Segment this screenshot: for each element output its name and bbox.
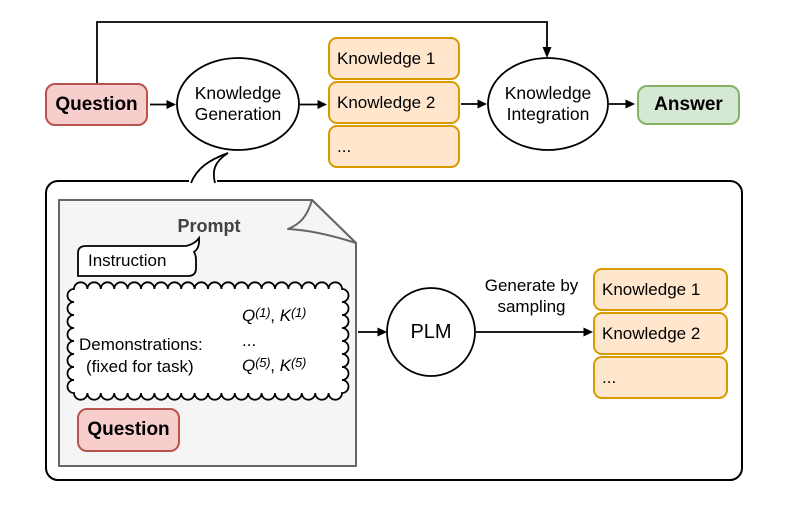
answer-box: Answer — [637, 85, 740, 125]
arrow-question-to-generation-head — [166, 100, 176, 109]
knowledge-stack-top: Knowledge 1 Knowledge 2 ... — [328, 37, 460, 168]
prompt-fold-corner — [287, 199, 357, 244]
knowledge-item-more: ... — [593, 356, 728, 399]
prompt-title: Prompt — [177, 216, 241, 236]
knowledge-integration-ellipse — [487, 57, 609, 151]
prompt-question-label: Question — [87, 419, 170, 440]
callout-tail-gap — [189, 178, 217, 184]
demonstrations-border — [66, 281, 350, 401]
instruction-label: Instruction — [88, 251, 167, 270]
knowledge-stack-bottom: Knowledge 1 Knowledge 2 ... — [593, 268, 728, 399]
generate-by-sampling-caption: Generate by sampling — [484, 276, 579, 316]
answer-label: Answer — [654, 94, 723, 115]
plm-label: PLM — [410, 320, 452, 343]
question-box: Question — [45, 83, 148, 126]
demo-example-row3: Q(5), K(5) — [242, 355, 307, 375]
instruction-shape — [77, 235, 201, 277]
arrow-generation-to-knowledge-head — [317, 100, 327, 109]
plm-circle — [386, 287, 476, 377]
prompt-question-box: Question — [77, 408, 180, 452]
knowledge-generation-label: Knowledge Generation — [194, 83, 282, 124]
knowledge-item-1: Knowledge 1 — [593, 268, 728, 311]
arrow-integration-to-answer-head — [625, 99, 635, 109]
arrow-plm-to-knowledge-head — [583, 327, 593, 337]
arrow-knowledge-to-integration-head — [477, 99, 487, 109]
demo-example-row1: Q(1), K(1) — [242, 305, 307, 325]
knowledge-integration-label: Knowledge Integration — [504, 83, 592, 124]
demonstrations-label: Demonstrations: — [79, 335, 203, 354]
feedback-arrowhead — [542, 47, 552, 58]
callout-tail-left-curve — [190, 152, 229, 184]
knowledge-generation-ellipse — [176, 57, 300, 151]
demonstrations-note: (fixed for task) — [86, 357, 194, 376]
knowledge-item-1: Knowledge 1 — [328, 37, 460, 80]
callout-tail-right-curve — [212, 152, 229, 184]
demo-example-ellipsis: ... — [242, 331, 257, 350]
feedback-arrow-line — [96, 21, 548, 83]
knowledge-item-2: Knowledge 2 — [328, 81, 460, 124]
knowledge-item-more: ... — [328, 125, 460, 168]
question-label: Question — [55, 93, 138, 115]
arrow-prompt-to-plm-head — [377, 327, 387, 337]
knowledge-item-2: Knowledge 2 — [593, 312, 728, 355]
